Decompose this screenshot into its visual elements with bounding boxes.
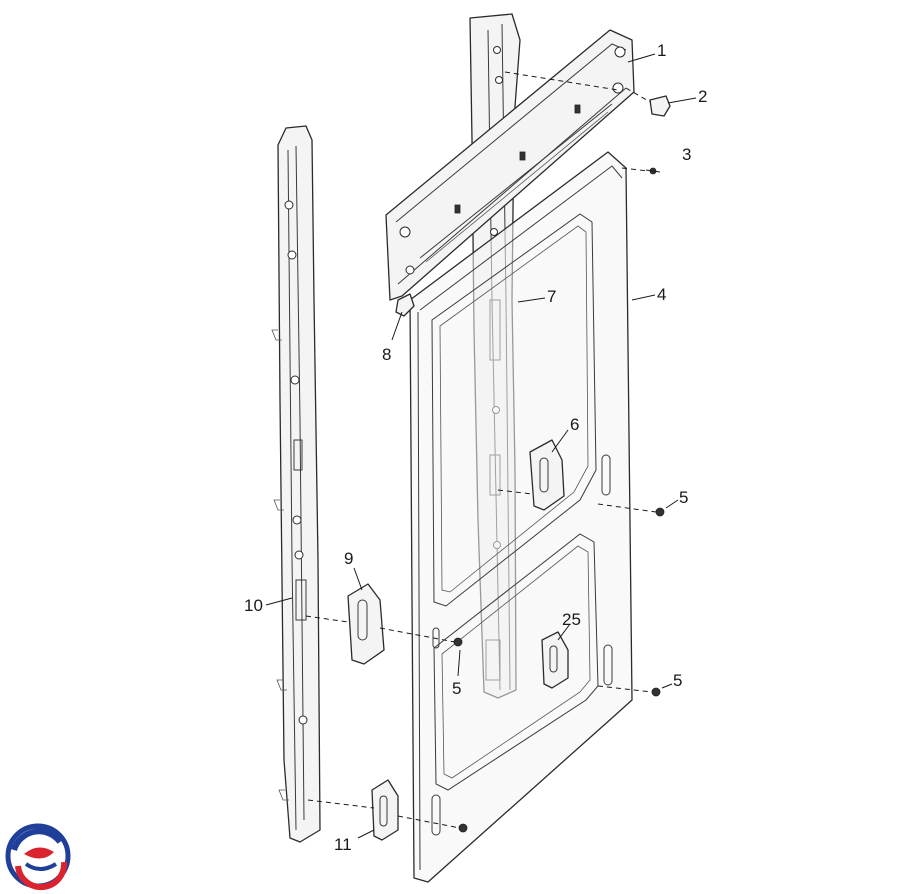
part-9-bracket [347,583,385,665]
part-25-bracket [541,631,569,689]
callout-5-upper: 5 [679,488,688,507]
part-11-bracket [371,779,399,841]
callout-3: 3 [682,145,691,164]
part-6-bracket [529,439,565,511]
callout-10: 10 [244,596,263,615]
part-10-left-rail [271,125,321,843]
callout-5-lower: 5 [673,671,682,690]
callout-labels: 1 2 3 4 5 5 5 6 7 8 9 10 11 25 [244,41,707,854]
callout-5-middle: 5 [452,679,461,698]
part-5-screws [453,507,665,833]
part-1-top-rail [385,29,635,301]
leader-lines [265,53,697,839]
callout-8: 8 [382,345,391,364]
callout-7: 7 [547,287,556,306]
part-2-clip [649,95,671,117]
callout-1: 1 [657,41,666,60]
part-3-screw [645,167,661,175]
part-4-door-frame [409,151,633,883]
callout-2: 2 [698,87,707,106]
callout-9: 9 [344,549,353,568]
assembly-lines [305,71,657,829]
callout-11: 11 [334,835,352,854]
callout-4: 4 [657,285,666,304]
callout-25: 25 [562,610,581,629]
callout-6: 6 [570,415,579,434]
brand-swirl-logo [5,823,71,891]
part-8-bracket [395,293,415,317]
